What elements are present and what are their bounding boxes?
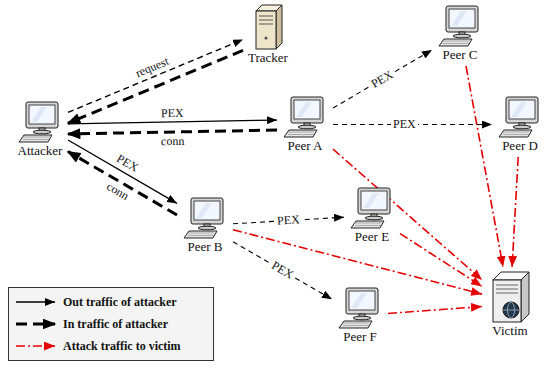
node-label: Victim [487,323,533,338]
server-node: Tracker [246,3,290,66]
computer-icon [182,197,228,239]
node-label: Peer E [349,229,395,244]
traffic-arrow [68,120,277,124]
traffic-arrow [233,242,332,299]
computer-icon [17,101,63,143]
computer-node: Peer F [335,286,385,345]
node-label: Tracker [248,50,288,65]
traffic-arrow [68,152,177,215]
computer-icon [337,287,383,329]
legend-text: Attack traffic to victim [63,339,181,354]
node-label: Peer B [182,239,228,254]
edge-label: PEX [268,258,298,283]
edge-label: PEX [113,151,143,176]
computer-node: Attacker [15,100,65,159]
attack-arrow [388,307,482,314]
edge-label: conn [159,135,187,149]
attack-arrow [512,157,518,267]
legend-box: Out traffic of attacker In traffic of att… [8,287,214,361]
edge-label: PEX [368,67,398,92]
legend-text: Out traffic of attacker [63,295,177,310]
node-label: Peer F [337,329,383,344]
edge-label: PEX [159,107,186,121]
legend-sample [13,339,59,353]
legend-text: In traffic of attacker [63,317,168,332]
computer-icon [437,5,483,47]
node-label: Peer C [437,47,483,62]
legend-sample [13,295,59,309]
traffic-arrow [333,50,432,108]
attack-arrow [466,66,503,267]
node-label: Peer D [497,138,543,153]
legend-row: Attack traffic to victim [13,335,209,357]
edge-label: request [132,54,173,81]
computer-icon [497,96,543,138]
server-node: Victim [485,270,535,339]
traffic-arrow [68,50,243,123]
computer-node: Peer E [347,186,397,245]
attack-arrow [233,230,482,294]
computer-node: Peer D [495,95,545,154]
legend-row: Out traffic of attacker [13,291,209,313]
legend-sample [13,317,59,331]
traffic-arrow [68,130,277,134]
server-icon [251,4,285,50]
attack-arrow [400,234,482,287]
node-label: Attacker [17,143,63,158]
computer-node: Peer A [280,95,330,154]
traffic-arrow [68,39,243,112]
server-icon [487,271,533,323]
edge-label: PEX [275,213,302,228]
traffic-arrow [68,140,177,203]
edge-label: PEX [391,118,418,131]
attack-arrow [333,149,482,280]
computer-icon [282,96,328,138]
legend-row: In traffic of attacker [13,313,209,335]
computer-icon [349,187,395,229]
computer-node: Peer C [435,4,485,63]
computer-node: Peer B [180,196,230,255]
edge-label: conn [103,179,133,204]
node-label: Peer A [282,138,328,153]
